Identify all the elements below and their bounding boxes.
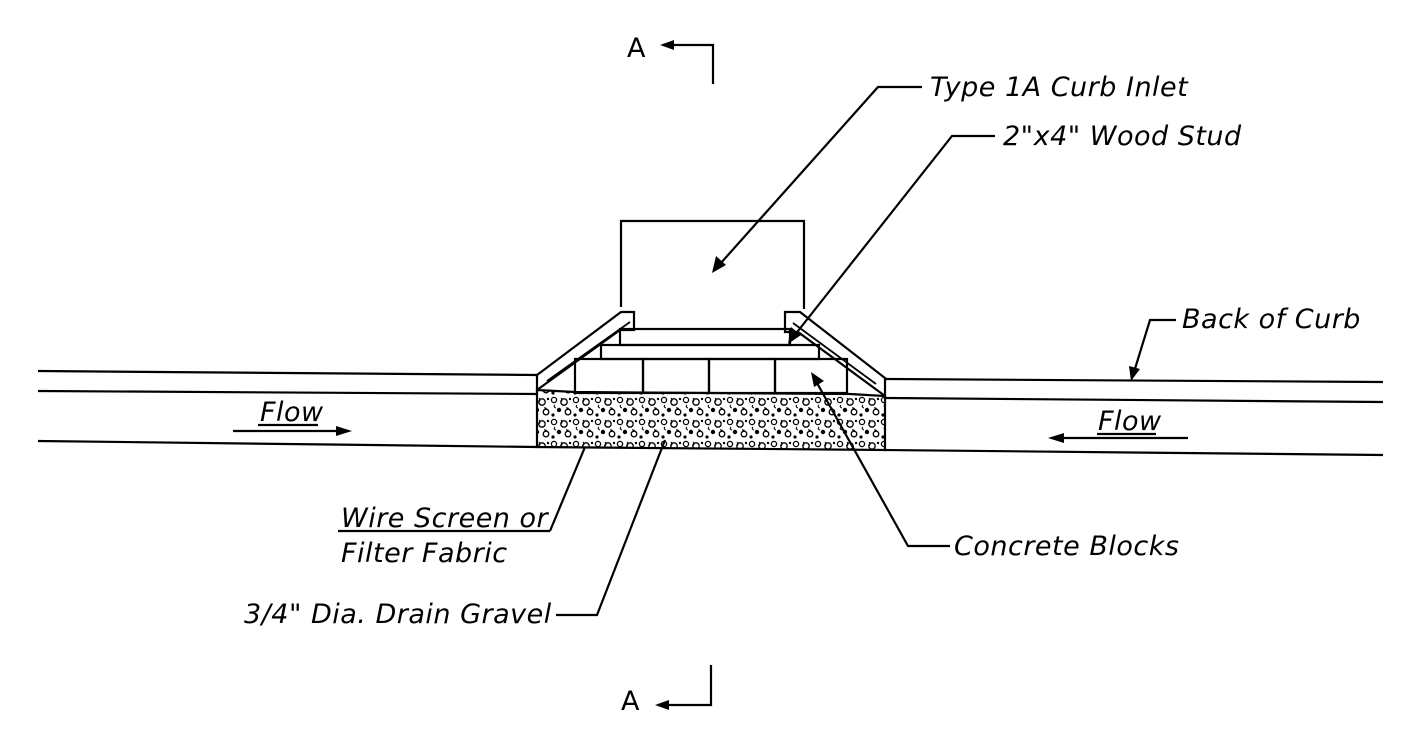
section-arrowhead-bottom (655, 700, 669, 710)
leader-wood-stud (793, 134, 995, 337)
section-arrow-top (663, 43, 715, 84)
leader-arrowhead-wood-stud (788, 327, 801, 344)
wood-studs (599, 327, 821, 361)
gutter-line-left (37, 439, 538, 449)
gutter-line-right (884, 448, 1384, 457)
leader-wire-screen (548, 446, 587, 532)
label-drain-gravel: 3/4" Dia. Drain Gravel (244, 599, 552, 630)
label-wire-screen-line2: Filter Fabric (341, 538, 508, 569)
flow-arrowhead-left (336, 426, 352, 436)
back-of-curb-line-right (884, 377, 1384, 384)
concrete-blocks (573, 357, 849, 395)
section-arrow-bottom (658, 665, 713, 707)
leader-back-of-curb (1132, 318, 1176, 373)
label-concrete-blocks: Concrete Blocks (954, 531, 1179, 562)
section-arrowhead-top (660, 40, 674, 50)
label-curb-inlet: Type 1A Curb Inlet (930, 72, 1189, 103)
leader-drain-gravel (556, 439, 667, 617)
section-mark-bottom: A (621, 686, 640, 717)
section-mark-top: A (627, 33, 646, 64)
leader-arrowhead-concrete-blocks (811, 372, 824, 387)
curb-face-line-right (884, 396, 1384, 404)
label-flow-right: Flow (1098, 406, 1162, 437)
label-wood-stud: 2"x4" Wood Stud (1003, 121, 1242, 152)
curb-face-line-left (37, 389, 538, 396)
flow-arrowhead-right (1048, 433, 1064, 443)
label-back-of-curb: Back of Curb (1182, 304, 1361, 335)
leader-curb-inlet (719, 85, 922, 265)
leader-concrete-blocks (816, 382, 950, 548)
leader-arrowhead-back-of-curb (1129, 366, 1140, 381)
back-of-curb-line-left (37, 369, 538, 377)
right-inlet-wing (783, 310, 887, 399)
left-inlet-wing (535, 310, 636, 393)
label-flow-left: Flow (260, 397, 324, 428)
curb-inlet-box (619, 219, 806, 309)
leader-arrowhead-curb-inlet (712, 256, 726, 273)
label-wire-screen-line1: Wire Screen or (341, 503, 550, 534)
drain-gravel-bed (535, 388, 887, 452)
